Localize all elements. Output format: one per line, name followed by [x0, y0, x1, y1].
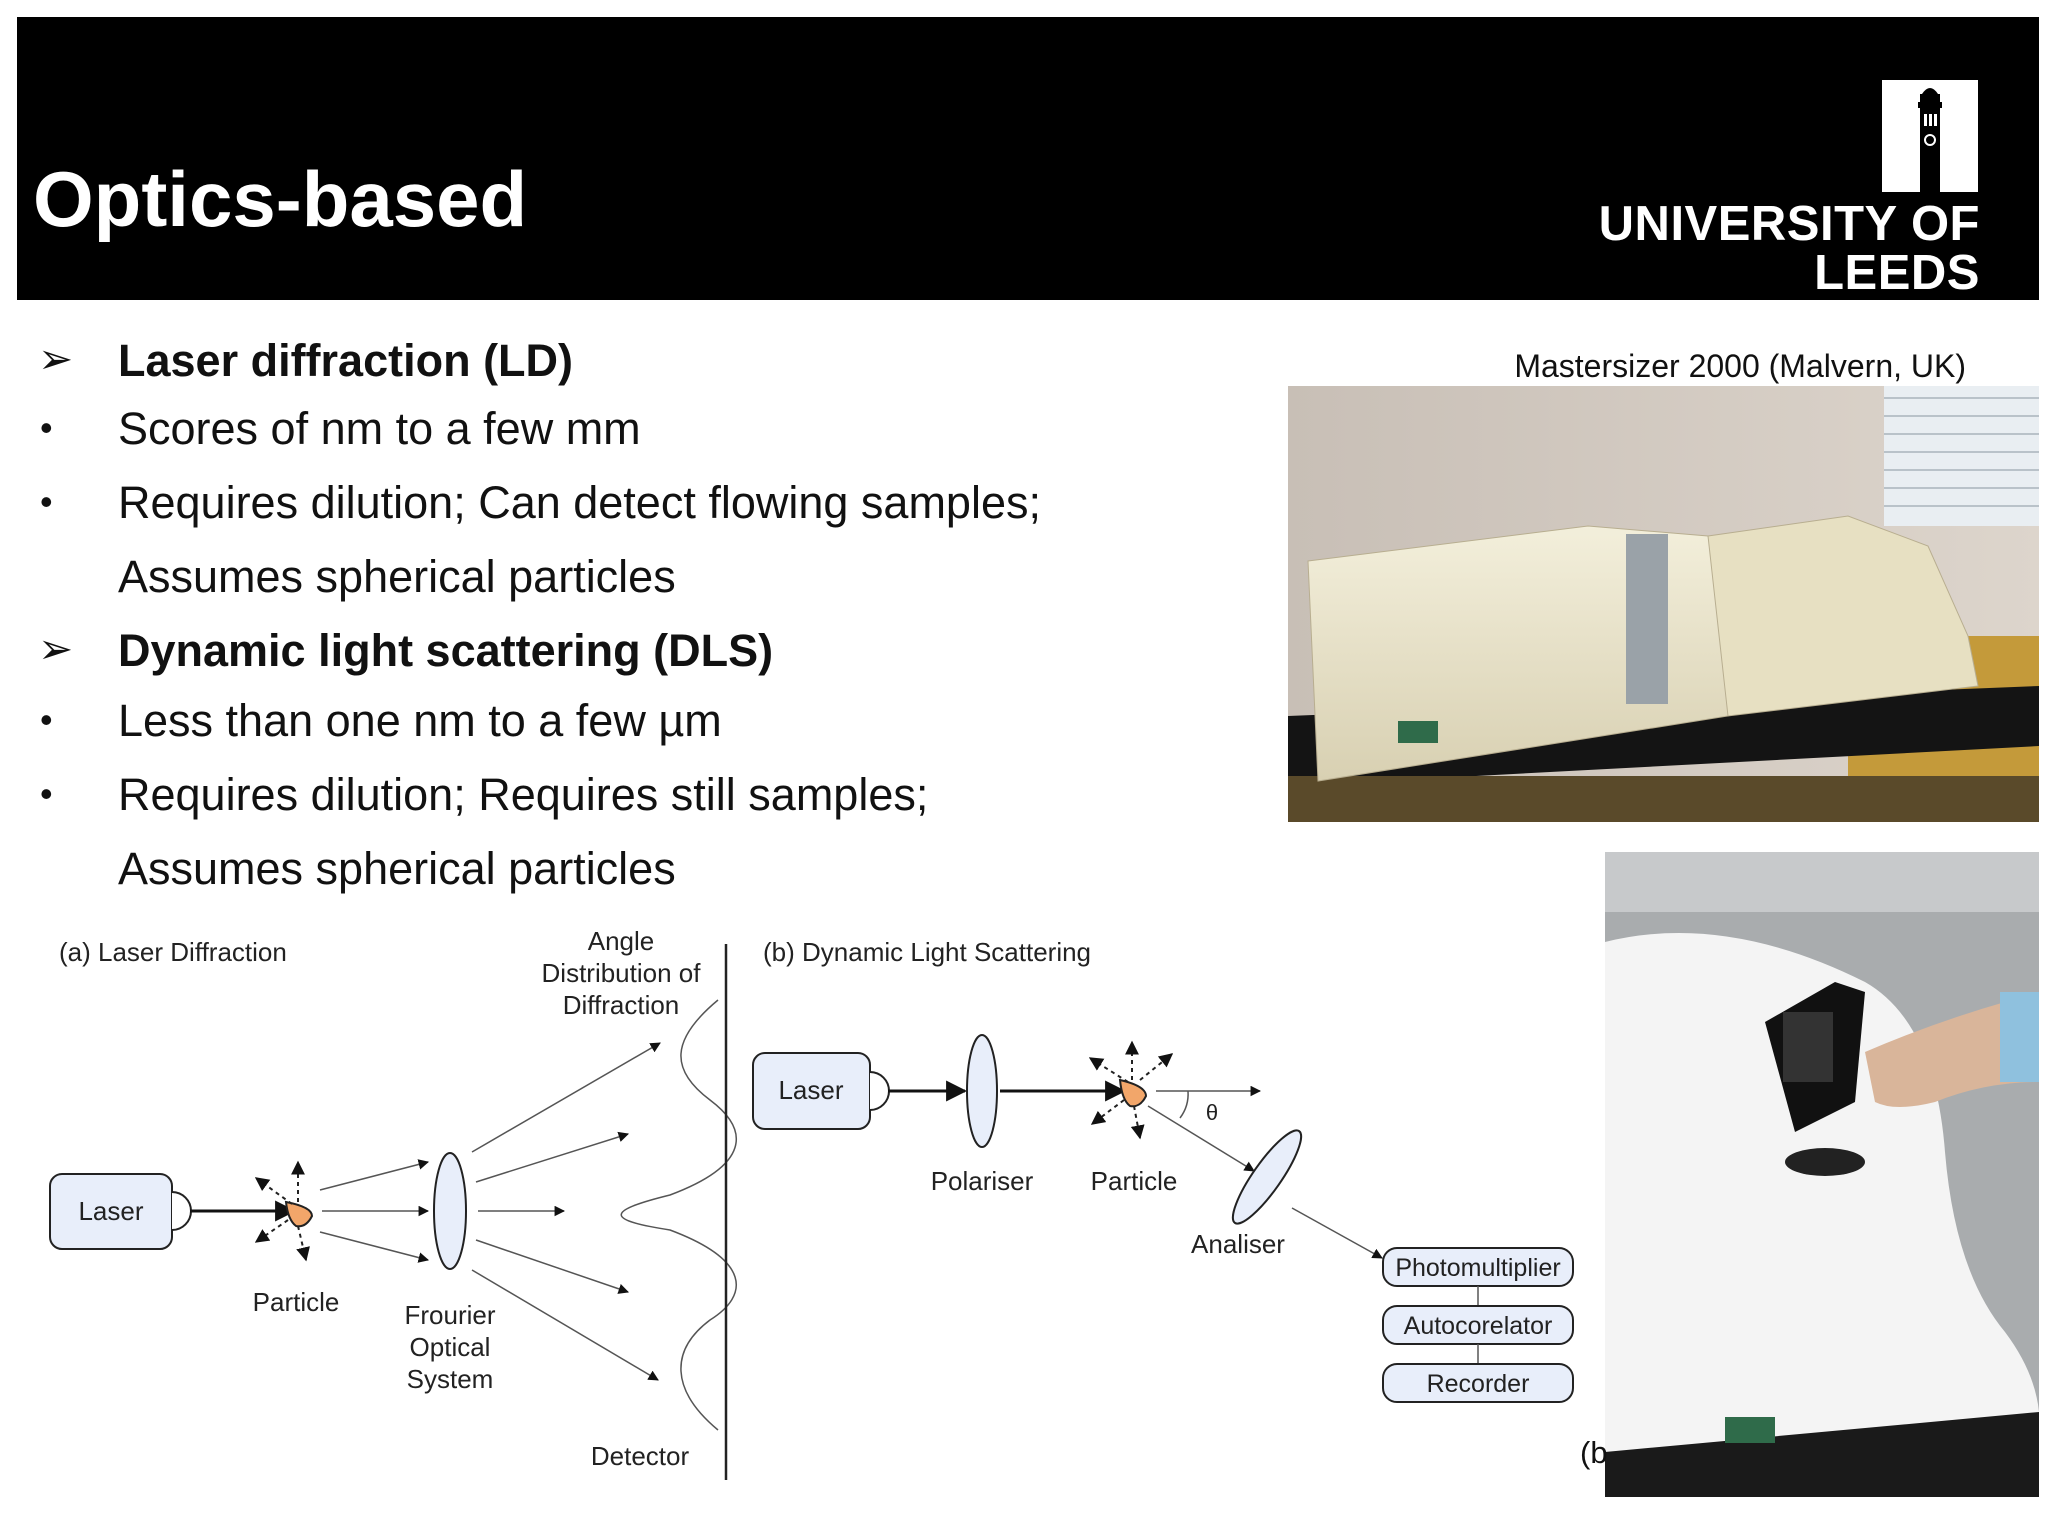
ld-optics-line1: Frourier — [404, 1300, 495, 1330]
dls-theta-label: θ — [1206, 1100, 1218, 1125]
ld-angle-line1: Angle — [588, 926, 655, 956]
ld-optics-line2: Optical — [410, 1332, 491, 1362]
dls-polariser-label: Polariser — [931, 1166, 1034, 1196]
slide-title: Optics-based — [33, 155, 528, 243]
measurement-diagram: (a) Laser Diffraction Laser Particle Fro… — [49, 926, 1574, 1480]
bullet-dls-range: Less than one nm to a few µm — [118, 695, 722, 746]
ld-optics-line3: System — [407, 1364, 494, 1394]
photo-caption: Mastersizer 2000 (Malvern, UK) — [1514, 348, 1966, 384]
ld-diffraction-pattern — [620, 999, 737, 1431]
ld-heading: (a) Laser Diffraction — [59, 937, 287, 967]
dot-bullet-icon: • — [40, 407, 53, 448]
ld-laser-aperture-icon — [171, 1191, 192, 1231]
arrow-bullet-icon: ➢ — [38, 335, 74, 382]
university-name: UNIVERSITY OF LEEDS — [1598, 197, 1980, 300]
dls-analiser-label: Analiser — [1191, 1229, 1285, 1259]
zetasizer-photo — [1605, 852, 2039, 1497]
dls-recorder-box — [1382, 1363, 1574, 1403]
photo-label: (b — [1580, 1435, 1608, 1470]
university-logo — [1882, 80, 1978, 192]
title-bar — [17, 17, 2039, 300]
bullet-dls-requirements: Requires dilution; Requires still sample… — [118, 769, 929, 820]
bullet-ld-assumption: Assumes spherical particles — [118, 551, 676, 602]
dls-recorder-label: Recorder — [1427, 1370, 1530, 1398]
ld-laser-label: Laser — [78, 1196, 143, 1226]
ld-angle-line2: Distribution of — [542, 958, 702, 988]
dls-particle-icon — [1118, 1078, 1148, 1108]
dls-photomultiplier-label: Photomultiplier — [1395, 1254, 1560, 1282]
dot-bullet-icon: • — [40, 699, 53, 740]
dls-heading: (b) Dynamic Light Scattering — [763, 937, 1091, 967]
ld-particle-label: Particle — [253, 1287, 340, 1317]
ld-detector-label: Detector — [591, 1441, 690, 1471]
mastersizer-photo — [1288, 386, 2039, 822]
dls-autocorelator-label: Autocorelator — [1404, 1312, 1553, 1340]
arrow-bullet-icon: ➢ — [38, 625, 74, 672]
bullet-dls-heading: Dynamic light scattering (DLS) — [118, 625, 774, 676]
bullet-dls-assumption: Assumes spherical particles — [118, 843, 676, 894]
dot-bullet-icon: • — [40, 481, 53, 522]
bullet-ld-range: Scores of nm to a few mm — [118, 403, 641, 454]
ld-lens-icon — [433, 1152, 467, 1270]
dot-bullet-icon: • — [40, 773, 53, 814]
bullet-ld-heading: Laser diffraction (LD) — [118, 335, 574, 386]
dls-particle-label: Particle — [1091, 1166, 1178, 1196]
dls-laser-aperture-icon — [869, 1071, 890, 1111]
dls-laser-label: Laser — [778, 1075, 843, 1105]
dls-polariser-icon — [966, 1034, 998, 1148]
bullet-ld-requirements: Requires dilution; Can detect flowing sa… — [118, 477, 1041, 528]
ld-angle-line3: Diffraction — [563, 990, 680, 1020]
dls-analiser-icon — [1231, 1129, 1303, 1225]
ld-particle-icon — [284, 1200, 314, 1228]
tower-icon — [1918, 88, 1942, 192]
